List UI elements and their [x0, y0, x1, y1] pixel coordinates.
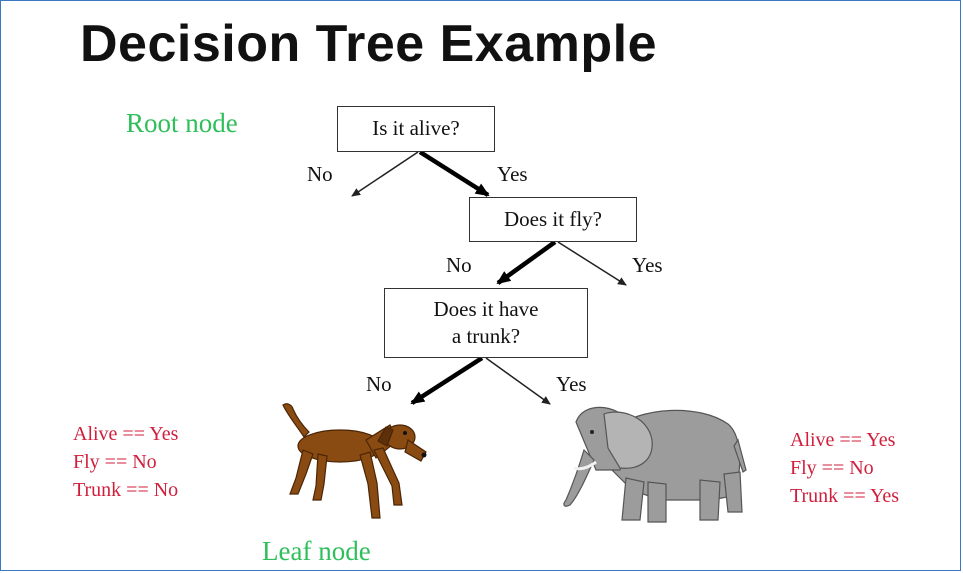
elephant-rule-trunk: Trunk == Yes [790, 485, 900, 507]
node-does-it-fly: Does it fly? [469, 197, 637, 242]
elephant-rule-fly: Fly == No [790, 457, 874, 479]
edge-alive-yes [418, 150, 490, 197]
elephant-rule-alive: Alive == Yes [790, 429, 896, 451]
dog-rule-trunk: Trunk == No [73, 479, 179, 501]
edge-label-alive-no: No [307, 162, 333, 186]
edge-fly-no [496, 240, 557, 285]
edge-trunk-yes [485, 357, 551, 405]
elephant-rules: Alive == Yes Fly == No Trunk == Yes [790, 426, 899, 510]
edge-label-trunk-yes: Yes [556, 372, 587, 396]
edge-fly-yes [557, 241, 627, 286]
edge-label-fly-no: No [446, 253, 472, 277]
dog-rule-alive: Alive == Yes [73, 423, 179, 445]
root-node-label: Root node [126, 108, 238, 138]
tusk [573, 460, 597, 471]
edge-trunk-no [410, 356, 484, 405]
slide-title: Decision Tree Example [80, 15, 657, 73]
edge-label-alive-yes: Yes [497, 162, 528, 186]
edge-label-fly-yes: Yes [632, 253, 663, 277]
edge-alive-no [351, 151, 419, 197]
trunk-node-line-2: a trunk? [451, 324, 521, 348]
leaf-node-label: Leaf node [262, 536, 371, 566]
node-does-it-have-trunk: Does it have a trunk? [384, 288, 588, 358]
trunk-node-line-1: Does it have [433, 296, 539, 321]
node-is-it-alive: Is it alive? [337, 106, 495, 152]
edge-label-trunk-no: No [366, 372, 392, 396]
dog-rules: Alive == Yes Fly == No Trunk == No [73, 420, 178, 504]
dog-rule-fly: Fly == No [73, 451, 157, 473]
